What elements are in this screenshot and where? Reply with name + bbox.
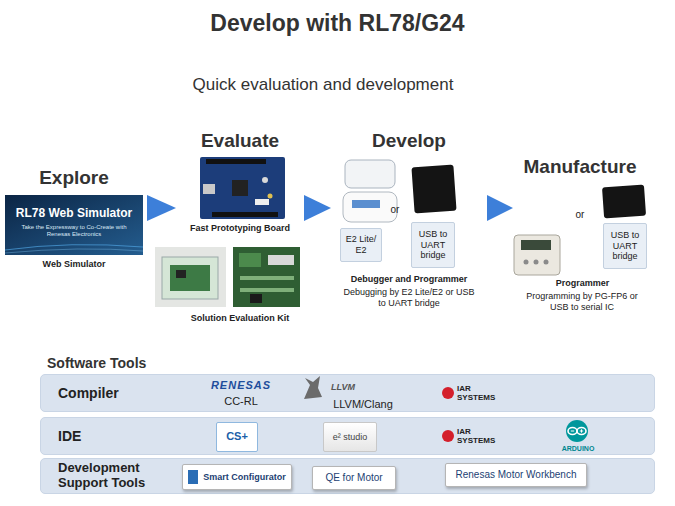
logo-box: e² studio <box>323 422 377 452</box>
row-heading: IDE <box>58 428 178 445</box>
item-description: Debugging by E2 Lite/E2 or USB to UART b… <box>339 287 479 309</box>
kit-photo <box>155 247 226 307</box>
kit-pcb <box>170 265 210 291</box>
tool-button: Smart Configurator <box>182 464 292 490</box>
logo-text: IAR SYSTEMS <box>457 428 501 446</box>
kit-photo <box>233 247 300 307</box>
programmer-button <box>524 260 529 265</box>
programmer-button <box>534 260 539 265</box>
kit-trace <box>240 288 294 292</box>
iar-logo-mark <box>442 387 454 399</box>
row-heading: Development Support Tools <box>58 461 178 491</box>
logo-text: IAR SYSTEMS <box>457 385 501 403</box>
stage-heading: Develop <box>333 130 485 153</box>
flow-arrow <box>304 195 331 221</box>
board-pcb <box>200 157 285 219</box>
stage-heading: Explore <box>3 167 145 190</box>
item-description: Programming by PG-FP6 or USB to serial I… <box>519 291 645 313</box>
tool-row-band: IDE IAR SYSTEMS ARDUINO CS+ e² studio <box>40 417 655 455</box>
box-label: USB to UART bridge <box>608 230 642 262</box>
image-streak <box>5 249 143 253</box>
box-label: e² studio <box>328 432 372 443</box>
tool-box: USB to UART bridge <box>411 222 455 268</box>
item-caption: Programmer <box>515 278 650 289</box>
logo-text: RENESAS <box>201 379 281 392</box>
image-tagline: Take the Expressway to Co-Create with Re… <box>10 224 138 238</box>
kit-part <box>268 255 294 265</box>
logo-box: CS+ <box>216 422 258 452</box>
emulator-device <box>343 192 397 222</box>
board-part <box>262 177 268 183</box>
alternative-word: or <box>385 204 405 216</box>
box-label: E2 Lite/ E2 <box>345 234 377 256</box>
mcu-chip <box>232 180 248 196</box>
alternative-word: or <box>570 209 590 221</box>
kit-trace <box>240 276 294 280</box>
tool-button: Renesas Motor Workbench <box>445 463 587 487</box>
programmer-device <box>514 235 560 275</box>
web-simulator-image <box>5 195 143 255</box>
tool-row-band: Development Support Tools Smart Configura… <box>40 458 655 494</box>
stage-column: Develop orDebugger and ProgrammerDebuggin… <box>333 128 485 318</box>
arduino-signs <box>571 429 583 432</box>
bridge-chip <box>602 185 646 219</box>
kit-part <box>239 253 261 267</box>
box-label: USB to UART bridge <box>416 229 450 261</box>
item-caption: Fast Prototyping Board <box>178 223 302 234</box>
box-label: QE for Motor <box>317 472 391 484</box>
flow-arrow <box>487 195 513 221</box>
kit-part <box>176 270 186 278</box>
box-label: CS+ <box>221 430 253 443</box>
device-label <box>352 200 380 208</box>
kit-part <box>250 294 262 303</box>
tool-name: LLVM/Clang <box>323 398 403 411</box>
stage-heading: Evaluate <box>178 130 302 153</box>
item-caption: Debugger and Programmer <box>333 274 485 285</box>
pin-header <box>212 212 278 217</box>
box-label: Renesas Motor Workbench <box>450 469 582 481</box>
logo-text: ARDUINO <box>553 445 603 453</box>
tool-row-band: Compiler RENESAS CC-RL LLVM LLVM/Clang IAR SY… <box>40 374 655 412</box>
emulator-device <box>345 160 395 188</box>
flow-arrow <box>147 195 176 221</box>
item-caption: Web Simulator <box>3 259 145 270</box>
arduino-logo-mark <box>566 420 588 442</box>
pin-header <box>206 159 266 164</box>
image-title: RL78 Web Simulator <box>5 206 143 220</box>
item-caption: Solution Evaluation Kit <box>178 313 302 324</box>
usb-connector <box>203 184 215 194</box>
diagram-title: Develop with RL78/G24 <box>0 10 675 38</box>
tool-box: E2 Lite/ E2 <box>340 228 382 262</box>
tool-box: USB to UART bridge <box>603 223 647 269</box>
bridge-chip <box>411 165 456 214</box>
kit-case <box>162 257 218 299</box>
row-heading: Compiler <box>58 385 178 402</box>
tools-panel: Software ToolsCompiler RENESAS CC-RL LLVM LL… <box>38 354 660 496</box>
board-part <box>255 199 269 205</box>
stage-heading: Manufacture <box>515 156 645 179</box>
box-label: Smart Configurator <box>202 472 287 483</box>
programmer-screen <box>521 240 551 250</box>
tool-name: CC-RL <box>201 395 281 408</box>
logo-text: LLVM <box>323 382 363 393</box>
tool-button: QE for Motor <box>312 466 396 490</box>
panel-heading: Software Tools <box>47 355 197 372</box>
programmer-button <box>544 260 549 265</box>
subtitle: Quick evaluation and development <box>0 75 646 95</box>
iar-logo-mark <box>442 430 454 442</box>
board-part <box>268 194 273 199</box>
